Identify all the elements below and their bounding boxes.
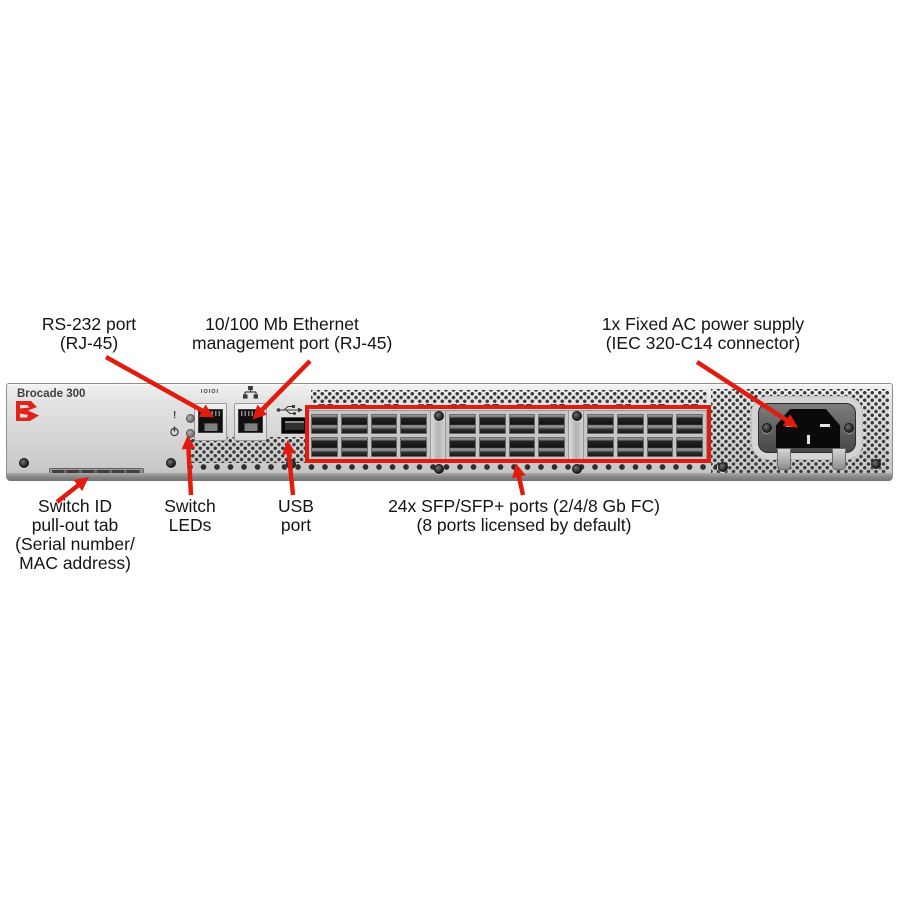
vent-holes-row (184, 462, 717, 473)
psu-screw (844, 423, 854, 433)
power-cord-retainer-clip (777, 448, 791, 470)
callout-line: RS-232 port (41, 314, 137, 334)
callout-line: management port (RJ-45) (192, 333, 393, 353)
sfp-port (587, 437, 614, 457)
sfp-port (449, 437, 476, 457)
ac-power-inlet-plate (758, 403, 856, 453)
callout-line: 10/100 Mb Ethernet (205, 314, 359, 334)
port-status-led-pair (583, 404, 599, 409)
chassis-screw (434, 464, 444, 474)
port-status-led-pair (616, 404, 632, 409)
callout-line: 24x SFP/SFP+ ports (2/4/8 Gb FC) (388, 496, 660, 516)
switch-chassis: Brocade 300 IOIOI (6, 383, 893, 481)
sfp-port (616, 437, 644, 457)
callout-line: Switch ID (38, 496, 112, 516)
sfp-port (676, 437, 703, 457)
sfp-port (538, 414, 565, 434)
port-status-led-pair (483, 404, 499, 409)
sfp-port (478, 414, 506, 434)
attention-led-symbol: ! (173, 410, 177, 421)
callout-sfp-ports: 24x SFP/SFP+ ports (2/4/8 Gb FC)(8 ports… (369, 497, 679, 535)
ethernet-management-port (234, 403, 267, 441)
power-cord-retainer-clip (832, 448, 846, 470)
device-model-label: Brocade 300 (17, 388, 86, 400)
chassis-screw (718, 462, 728, 472)
callout-line: USB (278, 496, 314, 516)
attention-led (186, 414, 195, 423)
sfp-port (370, 437, 398, 457)
port-status-led-pair (517, 404, 533, 409)
sfp-status-led-strip (309, 403, 707, 410)
sfp-port-group (445, 410, 569, 461)
sfp-port (538, 437, 565, 457)
psu-screw (762, 423, 772, 433)
usb-icon (276, 405, 303, 415)
sfp-port (311, 437, 338, 457)
callout-line: (IEC 320-C14 connector) (605, 333, 801, 353)
serial-port-label: IOIOI (200, 389, 220, 395)
port-status-led-pair (351, 404, 367, 409)
iec-c14-connector (776, 409, 840, 448)
port-status-led-pair (682, 404, 698, 409)
callout-line: (8 ports licensed by default) (416, 515, 632, 535)
callout-line: LEDs (168, 515, 212, 535)
chassis-screw (572, 464, 582, 474)
sfp-port (646, 437, 674, 457)
sfp-port (587, 414, 614, 434)
port-status-led-pair (450, 404, 466, 409)
sfp-port (311, 414, 338, 434)
power-led-symbol-icon (170, 426, 179, 437)
callout-line: (RJ-45) (59, 333, 119, 353)
ethernet-port-opening (238, 409, 263, 433)
callout-line: 1x Fixed AC power supply (601, 314, 805, 334)
vent-grille-top (311, 390, 707, 403)
sfp-port (370, 414, 398, 434)
ethernet-icon (243, 386, 258, 399)
callout-line: (Serial number/ (15, 534, 135, 554)
sfp-port (646, 414, 674, 434)
chassis-screw (572, 411, 582, 421)
port-status-led-pair (649, 404, 665, 409)
sfp-port (508, 437, 536, 457)
rs232-port (194, 403, 227, 441)
sfp-port (508, 414, 536, 434)
sfp-port (478, 437, 506, 457)
chassis-screw (166, 458, 176, 468)
port-status-led-pair (318, 404, 334, 409)
sfp-port (676, 414, 703, 434)
power-led (186, 429, 195, 438)
rs232-port-opening (198, 409, 223, 433)
sfp-port (449, 414, 476, 434)
callout-line: MAC address) (19, 553, 131, 573)
chassis-screw (871, 459, 881, 469)
sfp-port-group (307, 410, 431, 461)
callout-rs232-port: RS-232 port(RJ-45) (19, 315, 159, 353)
sfp-port (400, 437, 427, 457)
port-status-led-pair (417, 404, 433, 409)
port-status-led-pair (384, 404, 400, 409)
usb-port (281, 417, 308, 434)
chassis-screw (434, 411, 444, 421)
chassis-screw (19, 458, 29, 468)
sfp-port-cage (307, 410, 707, 461)
sfp-port (400, 414, 427, 434)
brocade-logo (16, 401, 39, 421)
sfp-port (616, 414, 644, 434)
sfp-port (340, 437, 368, 457)
port-status-led-pair (550, 404, 566, 409)
callout-power-supply: 1x Fixed AC power supply(IEC 320-C14 con… (578, 315, 828, 353)
sfp-port (340, 414, 368, 434)
callout-line: Switch (164, 496, 216, 516)
sfp-port-group (583, 410, 707, 461)
chassis-screw (286, 459, 296, 469)
callout-line: port (280, 515, 312, 535)
chassis-bottom-edge (7, 473, 892, 481)
callout-line: pull-out tab (31, 515, 119, 535)
